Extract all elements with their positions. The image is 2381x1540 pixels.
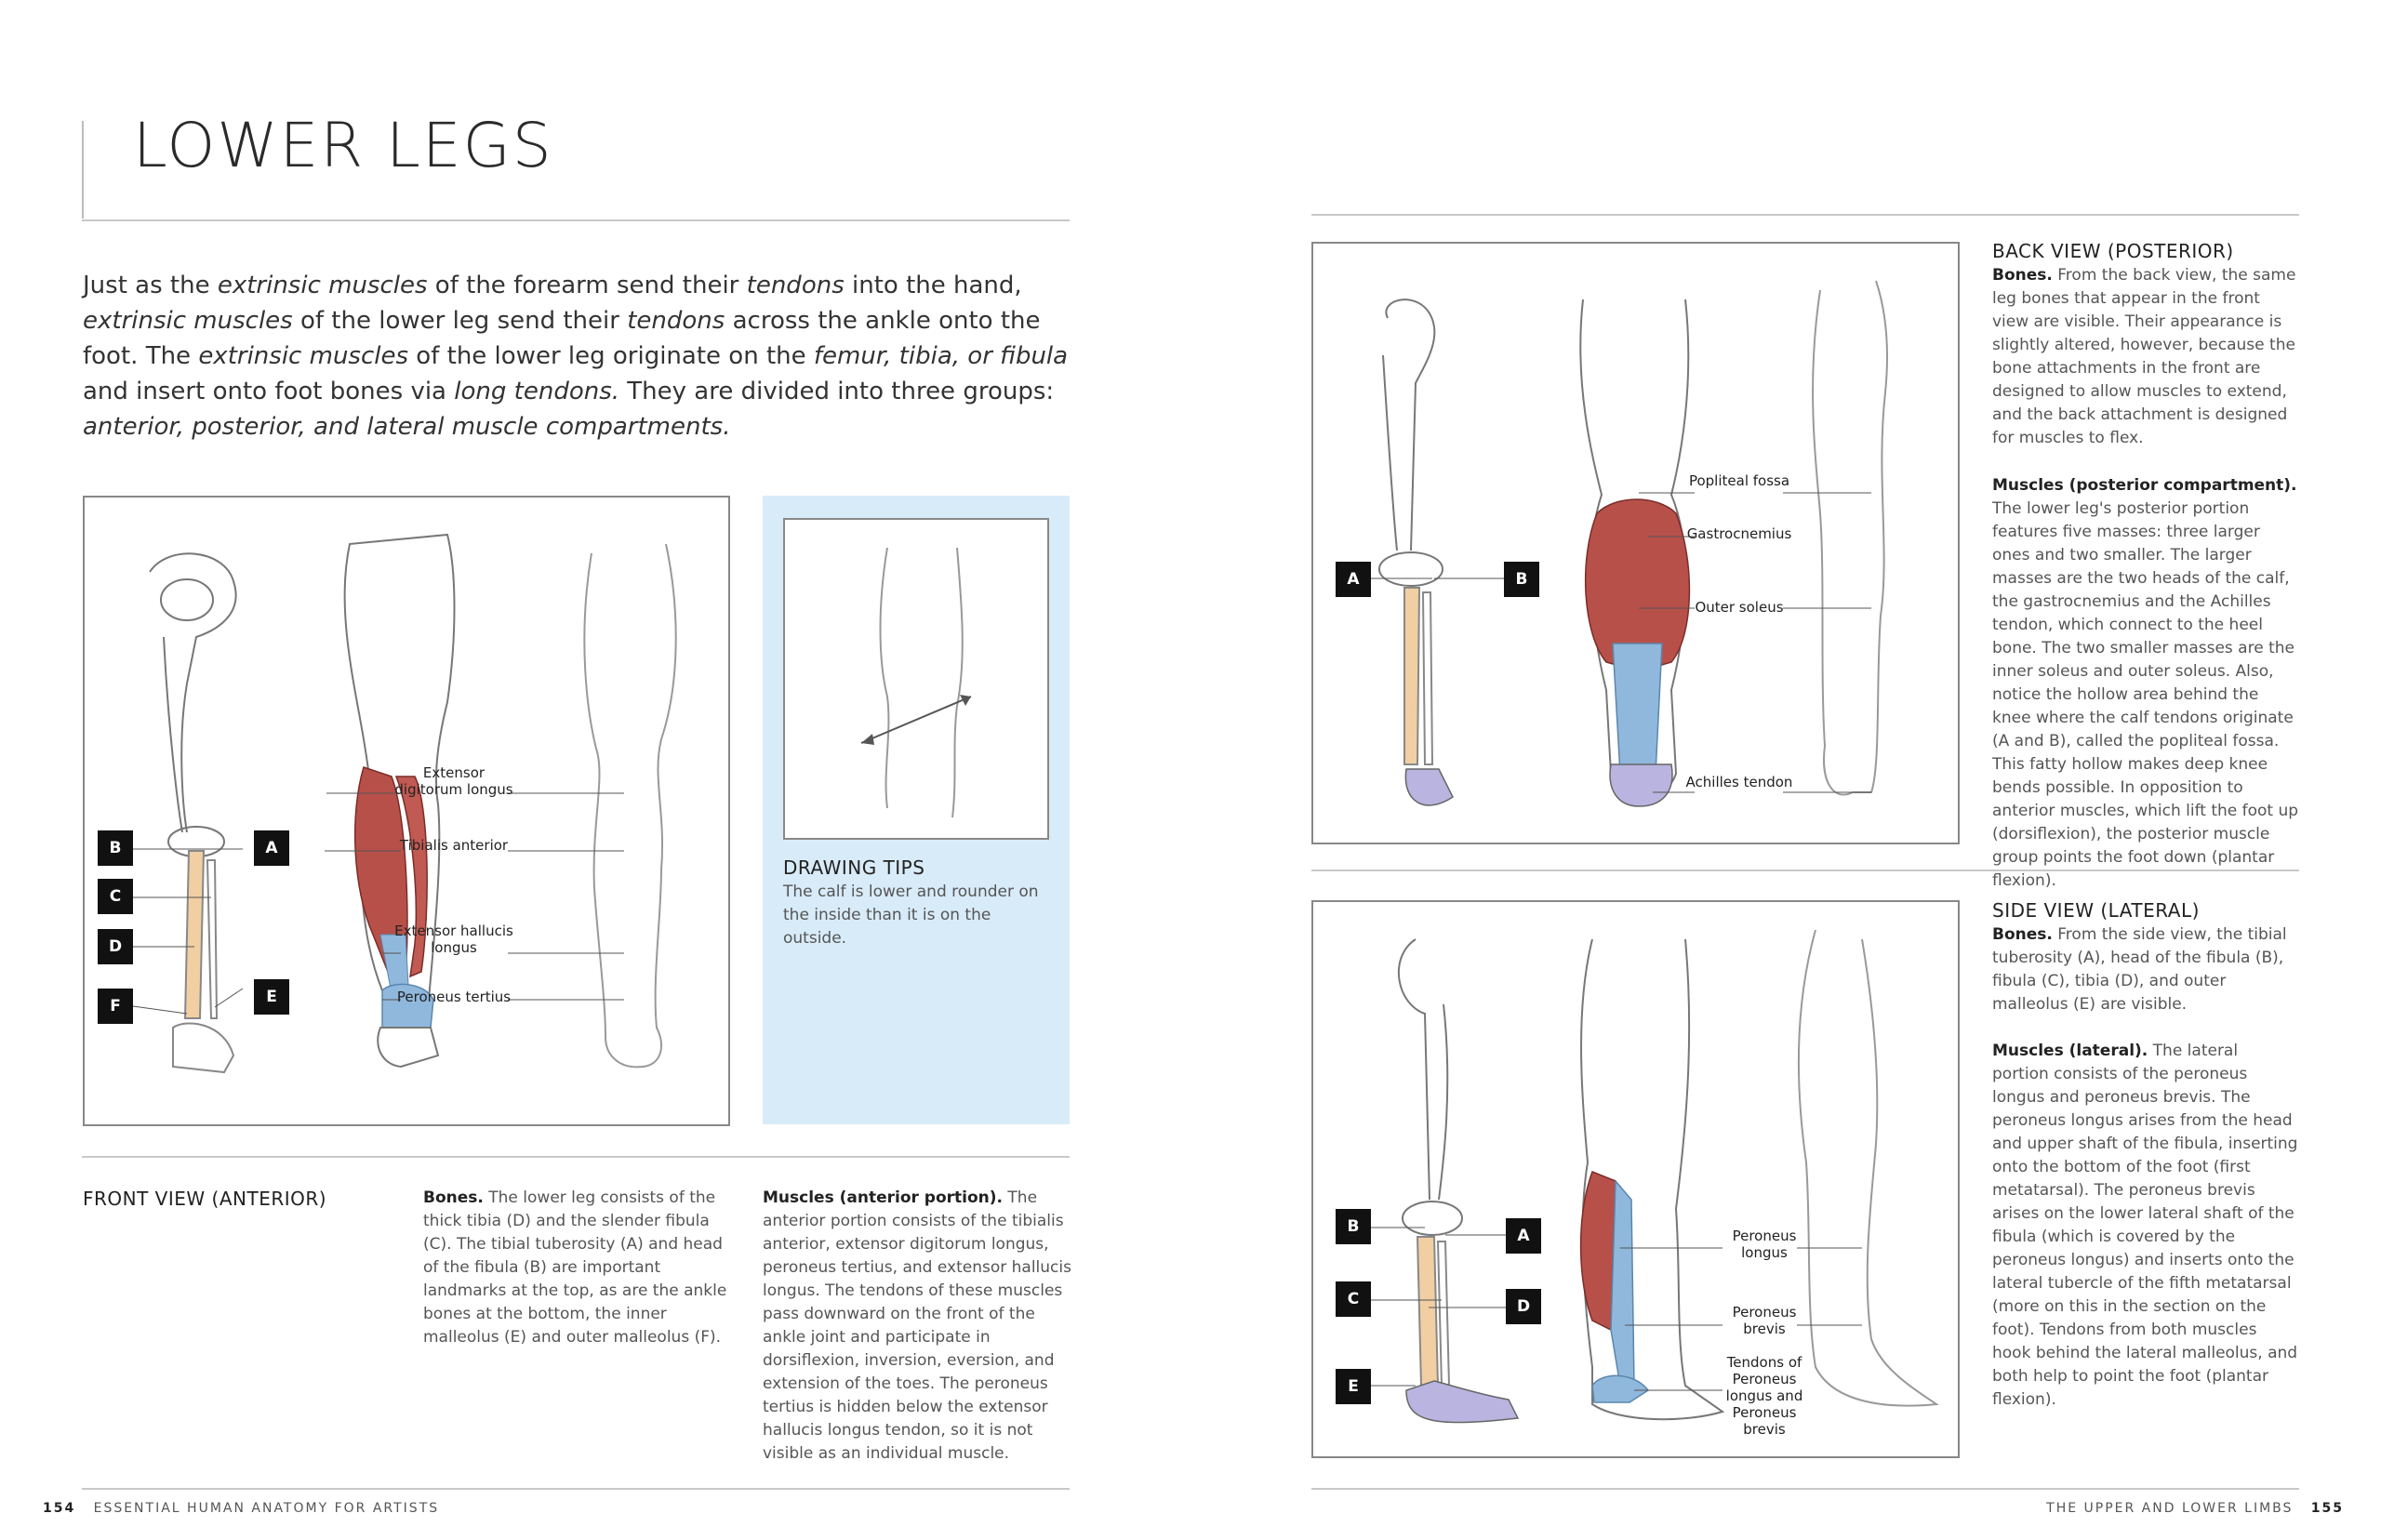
front-label-e: E [254, 979, 289, 1015]
section-title: THE UPPER AND LOWER LIMBS [2046, 1501, 2294, 1516]
label-extensor-digitorum-longus: Extensor digitorum longus [394, 764, 513, 798]
book-title: ESSENTIAL HUMAN ANATOMY FOR ARTISTS [93, 1501, 440, 1516]
side-label-e: E [1336, 1369, 1371, 1404]
label-peroneus-tertius: Peroneus tertius [396, 989, 512, 1005]
side-view-heading: SIDE VIEW (LATERAL) [1992, 899, 2200, 922]
side-label-a: A [1506, 1218, 1541, 1254]
front-label-d: D [98, 929, 133, 964]
back-label-a: A [1336, 562, 1371, 597]
side-view-top-divider [1311, 870, 2299, 871]
back-leg-illustration [1367, 280, 1888, 807]
side-leg-illustration [1369, 929, 1939, 1424]
drawing-tips-panel: DRAWING TIPS The calf is lower and round… [763, 496, 1070, 1124]
page-number-right: 155 [2310, 1501, 2344, 1516]
back-view-muscles-text: Muscles (posterior compartment). The low… [1992, 476, 2299, 890]
front-view-muscles-text: Muscles (anterior portion). The anterior… [763, 1188, 1071, 1463]
side-view-figure: B A C D E Peroneus longus Peroneus brevi… [1311, 900, 1960, 1458]
drawing-tips-sketch [783, 518, 1049, 840]
front-label-b: B [98, 830, 133, 866]
back-view-bones-text: Bones. From the back view, the same leg … [1992, 266, 2296, 447]
label-extensor-hallucis-longus: Extensor hallucis longus [394, 923, 513, 956]
side-view-muscles-text: Muscles (lateral). The lateral portion c… [1992, 1042, 2298, 1409]
label-gastrocnemius: Gastrocnemius [1686, 525, 1792, 542]
label-popliteal-fossa: Popliteal fossa [1688, 472, 1790, 489]
front-label-c: C [98, 879, 133, 914]
page-number-left: 154 [43, 1501, 76, 1516]
side-view-bones-text: Bones. From the side view, the tibial tu… [1992, 925, 2287, 1014]
drawing-tips-heading: DRAWING TIPS [783, 856, 925, 879]
label-achilles-tendon: Achilles tendon [1685, 774, 1793, 790]
page-title: LOWER LEGS [133, 110, 553, 181]
label-outer-soleus: Outer soleus [1695, 599, 1784, 616]
front-label-a: A [254, 830, 289, 866]
front-view-heading: FRONT VIEW (ANTERIOR) [83, 1188, 327, 1210]
calf-sketch-illustration [860, 547, 972, 818]
back-view-top-divider [1311, 214, 2299, 216]
front-view-divider [82, 1156, 1070, 1158]
footer-left: 154 ESSENTIAL HUMAN ANATOMY FOR ARTISTS [43, 1501, 439, 1516]
label-peroneus-brevis: Peroneus brevis [1732, 1304, 1797, 1337]
back-view-heading: BACK VIEW (POSTERIOR) [1992, 240, 2234, 262]
front-leg-illustration [132, 533, 677, 1074]
footer-divider-right [1311, 1488, 2299, 1490]
side-label-d: D [1506, 1289, 1541, 1324]
side-label-c: C [1336, 1281, 1371, 1317]
front-view-figure: B A C D F E Extensor digitorum longus Ti… [83, 496, 730, 1126]
label-tibialis-anterior: Tibialis anterior [399, 837, 509, 854]
label-peroneus-tendons: Tendons of Peroneus longus and Peroneus … [1725, 1354, 1803, 1438]
intro-paragraph: Just as the extrinsic muscles of the for… [83, 272, 1069, 441]
title-accent-bar [82, 121, 84, 219]
drawing-tips-text: The calf is lower and rounder on the ins… [783, 883, 1039, 948]
front-label-f: F [98, 989, 133, 1024]
title-divider [82, 219, 1070, 221]
footer-divider-left [82, 1488, 1070, 1490]
back-label-b: B [1504, 562, 1539, 597]
front-view-bones-text: Bones. The lower leg consists of the thi… [423, 1188, 727, 1347]
side-label-b: B [1336, 1209, 1371, 1244]
back-view-figure: A B Popliteal fossa Gastrocnemius Outer … [1311, 242, 1960, 844]
footer-right: THE UPPER AND LOWER LIMBS 155 [2046, 1501, 2344, 1516]
label-peroneus-longus: Peroneus longus [1732, 1228, 1797, 1261]
